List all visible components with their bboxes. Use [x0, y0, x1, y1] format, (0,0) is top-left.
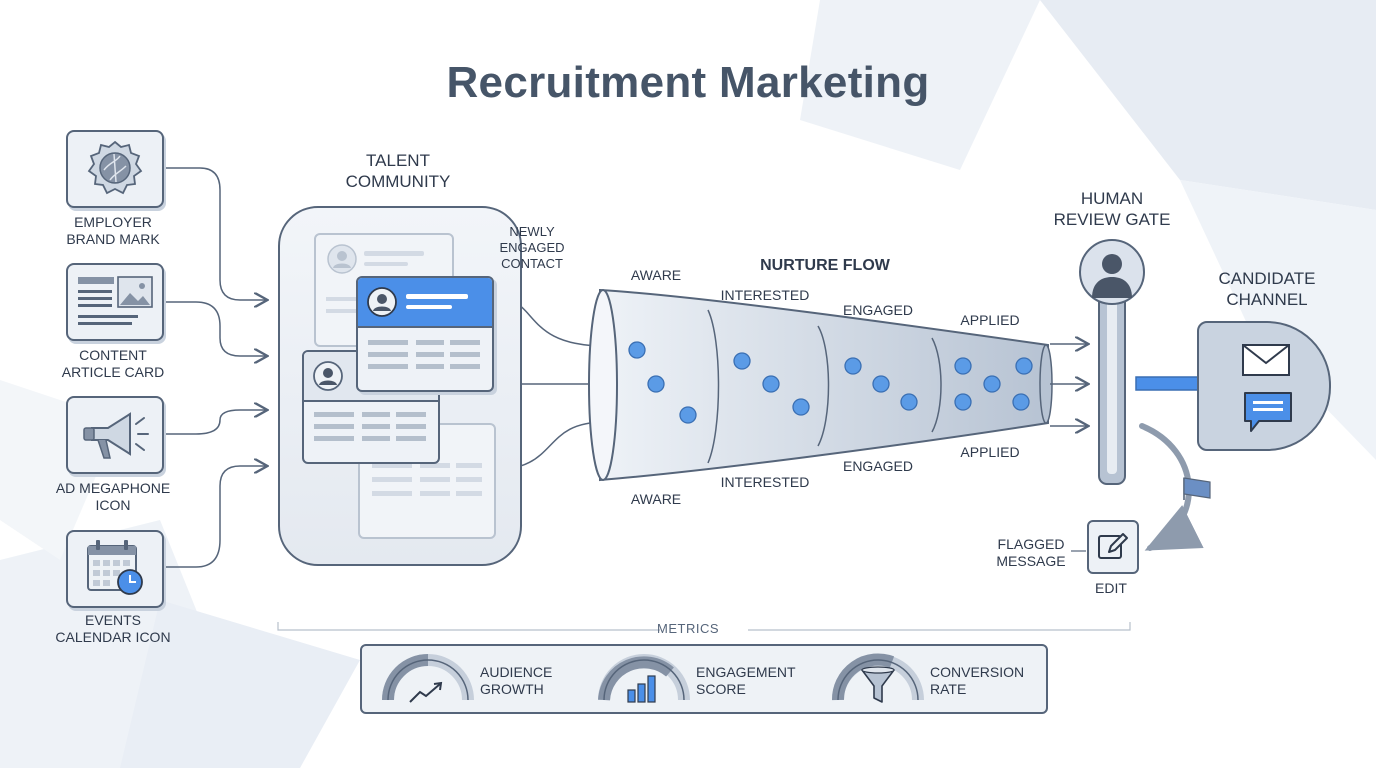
source-label-events: EVENTS CALENDAR ICON — [55, 612, 171, 645]
employer-brand-tile[interactable] — [66, 130, 164, 208]
nurture-flow-title: NURTURE FLOW — [760, 257, 890, 274]
stage-bottom-aware: AWARE — [630, 491, 682, 507]
source-label-content: CONTENT ARTICLE CARD — [61, 347, 165, 380]
source-connectors — [164, 167, 266, 568]
badge-icon — [87, 140, 143, 195]
stage-bottom-interested: INTERESTED — [720, 474, 810, 490]
edit-button[interactable] — [1087, 520, 1139, 574]
score-gauge-icon — [598, 654, 690, 703]
envelope-icon — [1242, 344, 1290, 376]
newly-engaged-callout: NEWLY ENGAGED CONTACT — [499, 224, 565, 271]
article-icon — [78, 276, 153, 325]
review-gate — [1079, 239, 1145, 485]
funnel-gauge-icon — [831, 653, 924, 703]
stage-top-engaged: ENGAGED — [842, 302, 913, 318]
source-label-ad: AD MEGAPHONE ICON — [55, 480, 171, 513]
community-title: TALENT COMMUNITY — [345, 151, 451, 191]
stage-bottom-applied: APPLIED — [960, 444, 1020, 460]
channel-title: CANDIDATE CHANNEL — [1218, 269, 1316, 309]
edit-label: EDIT — [1095, 580, 1127, 596]
calendar-icon — [87, 540, 143, 595]
newly-engaged-contact-card[interactable] — [356, 276, 494, 392]
metrics-title: METRICS — [657, 621, 719, 636]
metric-audience-growth: AUDIENCE GROWTH — [480, 664, 553, 697]
candidate-dots — [628, 341, 1033, 424]
chat-bubble-icon — [1244, 392, 1292, 432]
flagged-message-label: FLAGGED MESSAGE — [996, 536, 1066, 569]
stage-top-aware: AWARE — [630, 267, 682, 283]
page-title: Recruitment Marketing — [446, 58, 930, 107]
stage-top-interested: INTERESTED — [720, 287, 810, 303]
content-article-tile[interactable] — [66, 263, 164, 341]
metric-conversion-rate: CONVERSION RATE — [930, 664, 1025, 697]
ad-megaphone-tile[interactable] — [66, 396, 164, 474]
gate-title: HUMAN REVIEW GATE — [1053, 189, 1171, 229]
nurture-funnel — [588, 288, 1053, 482]
growth-gauge-icon — [382, 654, 474, 703]
metric-engagement-score: ENGAGEMENT SCORE — [696, 664, 796, 697]
stage-bottom-engaged: ENGAGED — [842, 458, 913, 474]
stage-top-applied: APPLIED — [960, 312, 1020, 328]
gate-connectors — [1050, 344, 1087, 426]
events-calendar-tile[interactable] — [66, 530, 164, 608]
metrics-panel: AUDIENCE GROWTH ENGAGEMENT SCORE CONVERS… — [360, 644, 1048, 714]
edit-icon — [1098, 533, 1128, 559]
flagged-arrow — [1139, 423, 1204, 551]
flag-icon — [1183, 477, 1211, 500]
megaphone-icon — [83, 412, 149, 459]
source-label-brand: EMPLOYER BRAND MARK — [66, 214, 160, 247]
candidate-channel-panel[interactable] — [1197, 321, 1331, 451]
reviewer-person-icon — [1092, 254, 1132, 298]
metrics-divider — [277, 622, 1131, 631]
